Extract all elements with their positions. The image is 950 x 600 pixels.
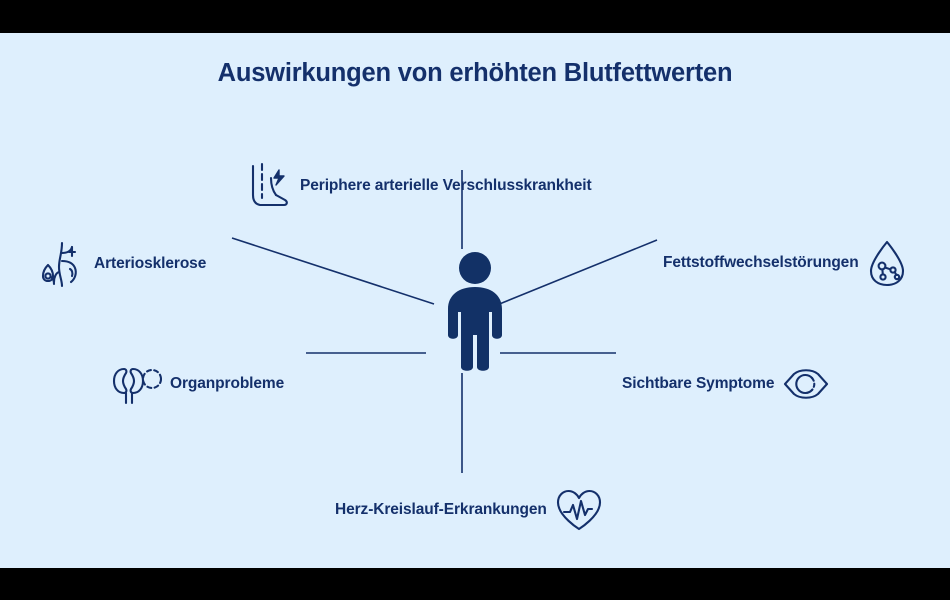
letterbox-top [0,0,950,33]
eye-icon [784,369,829,399]
node-pavk[interactable]: Periphere arterielle Verschlusskrankheit [246,161,592,211]
node-herz-kreislauf-label: Herz-Kreislauf-Erkrankungen [335,501,547,519]
connector-fettstoffwechsel [496,239,658,306]
heart-pulse-icon [556,489,601,531]
leg-foot-lightning-icon [251,162,288,207]
artery-vessel-icon [41,241,77,288]
page-title: Auswirkungen von erhöhten Blutfettwerten [217,59,733,87]
infographic-canvas: Auswirkungen von erhöhten Blutfettwerten [0,33,950,568]
node-pavk-label: Periphere arterielle Verschlusskrankheit [300,177,592,195]
node-sichtbare-symptome[interactable]: Sichtbare Symptome [622,367,830,401]
node-arteriosklerose-label: Arteriosklerose [94,255,207,273]
kidney-organs-icon [112,367,162,405]
node-organprobleme-label: Organprobleme [170,375,285,393]
person-figure-icon [448,252,502,371]
droplet-molecule-icon [869,240,904,287]
node-herz-kreislauf[interactable]: Herz-Kreislauf-Erkrankungen [335,488,603,532]
node-organprobleme[interactable]: Organprobleme [112,363,284,405]
node-fettstoffwechsel[interactable]: Fettstoffwechselstörungen [663,239,907,287]
node-fettstoffwechsel-label: Fettstoffwechselstörungen [663,254,859,272]
node-sichtbare-symptome-label: Sichtbare Symptome [622,375,775,393]
node-arteriosklerose[interactable]: Arteriosklerose [38,239,206,289]
letterbox-bottom [0,568,950,600]
connector-arteriosklerose [231,237,435,305]
